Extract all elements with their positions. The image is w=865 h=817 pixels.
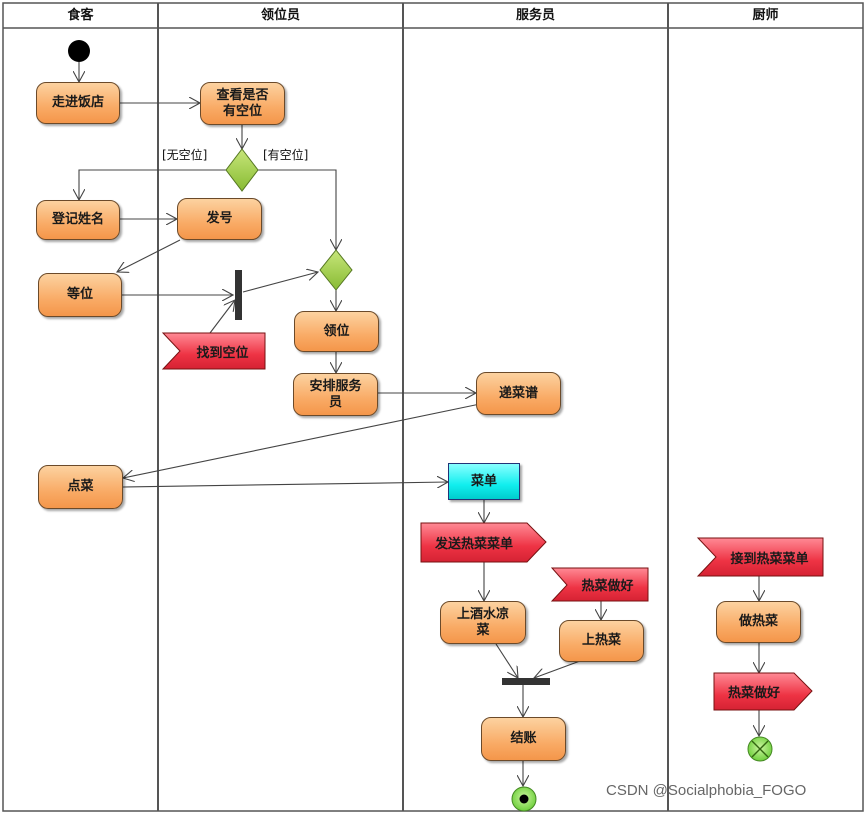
activity-final-node — [511, 786, 537, 812]
action-check-seat: 查看是否 有空位 — [200, 82, 285, 125]
action-check-seat-line2: 有空位 — [222, 103, 262, 119]
guard-no-seat: [无空位] — [162, 148, 208, 162]
action-serve-wine-cold-line2: 菜 — [476, 622, 490, 638]
flow-has-seat — [258, 169, 336, 250]
flow-signal-to-join — [209, 300, 235, 334]
action-cook-hot: 做热菜 — [716, 601, 801, 643]
lane-title-host: 领位员 — [260, 8, 300, 23]
action-order-food: 点菜 — [38, 465, 123, 509]
action-wait-seat: 等位 — [38, 273, 122, 317]
signal-receive-hot-label: 接到热菜菜单 — [730, 551, 809, 567]
signal-hot-ready-waiter-label: 热菜做好 — [581, 579, 634, 594]
decision-seat-available — [225, 148, 259, 192]
action-arrange-waiter-line1: 安排服务 — [309, 378, 362, 394]
flow-hot-to-join — [534, 660, 581, 678]
join-bar-seat — [235, 270, 242, 320]
action-checkout: 结账 — [481, 717, 566, 761]
lane-title-waiter: 服务员 — [515, 8, 555, 23]
merge-node — [319, 249, 353, 291]
signal-send-hot-label: 发送热菜菜单 — [434, 537, 513, 552]
signal-receive-hot-shape — [696, 537, 824, 577]
action-hand-menu: 递菜谱 — [476, 372, 561, 415]
signal-hot-ready-chef-label: 热菜做好 — [727, 686, 780, 701]
flow-no-seat — [79, 169, 226, 200]
lane-title-diner: 食客 — [67, 8, 94, 23]
flow-order-to-menu-object — [122, 482, 448, 487]
signal-hot-ready-chef-shape — [713, 672, 813, 711]
action-issue-number: 发号 — [177, 198, 262, 240]
initial-node — [68, 40, 90, 62]
action-lead-seat: 领位 — [294, 311, 379, 352]
action-serve-hot: 上热菜 — [559, 620, 644, 662]
join-bar-serve — [502, 678, 550, 685]
lane-title-chef: 厨师 — [752, 8, 779, 23]
action-arrange-waiter: 安排服务 员 — [293, 373, 378, 416]
watermark: CSDN @Socialphobia_FOGO — [606, 782, 807, 799]
object-menu: 菜单 — [448, 463, 520, 500]
flow-issue-to-wait — [117, 239, 181, 272]
action-check-seat-line1: 查看是否 — [216, 87, 269, 103]
action-serve-wine-cold: 上酒水凉 菜 — [440, 601, 526, 644]
action-enter-restaurant: 走进饭店 — [36, 82, 120, 124]
signal-found-seat-shape — [161, 332, 266, 370]
signal-send-hot-shape — [420, 522, 547, 563]
control-flows — [79, 62, 759, 786]
guard-has-seat: [有空位] — [263, 148, 309, 162]
action-serve-wine-cold-line1: 上酒水凉 — [456, 606, 509, 622]
action-register-name: 登记姓名 — [36, 200, 120, 240]
flow-join-to-merge — [242, 272, 318, 293]
signal-hot-ready-waiter-shape — [550, 567, 649, 602]
flow-final-node — [747, 736, 773, 762]
action-arrange-waiter-line2: 员 — [328, 394, 342, 410]
flow-cold-to-join — [495, 643, 518, 678]
flow-menu-to-order — [123, 403, 481, 478]
signal-found-seat-label: 找到空位 — [196, 345, 249, 361]
